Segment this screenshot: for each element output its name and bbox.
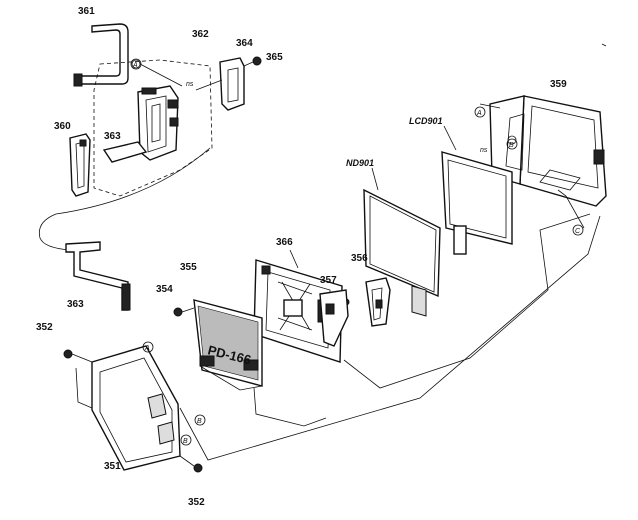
part-355-pd166-board: PD-166 <box>193 299 263 391</box>
label-362: 362 <box>192 29 209 40</box>
part-360-cover <box>69 133 91 197</box>
svg-text:A: A <box>144 345 150 352</box>
part-362-frame-group <box>93 59 213 197</box>
label-366: 366 <box>276 237 293 248</box>
part-359-lcd-frame <box>479 95 607 229</box>
label-357: 357 <box>320 275 337 286</box>
ref-marker-b2: B <box>506 138 518 150</box>
label-359: 359 <box>550 79 567 90</box>
part-354-screw <box>173 307 195 317</box>
note-ns-upper: ns <box>186 81 194 88</box>
label-355: 355 <box>180 262 197 273</box>
svg-text:B: B <box>197 418 202 425</box>
svg-text:C: C <box>575 228 581 235</box>
ref-marker-b3: B <box>194 414 206 426</box>
label-354: 354 <box>156 284 173 295</box>
part-351-outer-cover <box>91 345 181 471</box>
label-365: 365 <box>266 52 283 63</box>
label-363-lower: 363 <box>67 299 84 310</box>
part-352-screw-top <box>63 349 93 409</box>
ref-marker-b1-small: B <box>180 434 192 446</box>
part-lcd901-panel <box>441 125 513 255</box>
label-nd901: ND901 <box>346 158 374 168</box>
connector-line-upper <box>38 147 211 251</box>
part-364-bracket <box>195 57 245 111</box>
ref-marker-a1: A <box>130 58 142 70</box>
connector-line-middle <box>343 213 591 389</box>
corner-mark <box>601 43 607 47</box>
connector-line-ref-b <box>253 387 327 427</box>
part-357-bracket <box>319 289 350 347</box>
ref-marker-c1: C <box>572 224 584 236</box>
label-351: 351 <box>104 461 121 472</box>
note-ns-right: ns <box>480 147 488 154</box>
label-352-lower: 352 <box>188 497 205 508</box>
svg-text:B: B <box>183 438 188 445</box>
part-356-hinge <box>365 277 391 327</box>
label-364: 364 <box>236 38 253 49</box>
label-361: 361 <box>78 6 95 17</box>
label-356: 356 <box>351 253 368 264</box>
label-lcd901: LCD901 <box>409 116 443 126</box>
ref-marker-a3: A <box>142 341 154 353</box>
part-363-flex-cable <box>65 241 131 311</box>
part-361-flex-cable <box>73 23 129 87</box>
label-360: 360 <box>54 121 71 132</box>
label-363-upper: 363 <box>104 131 121 142</box>
svg-text:B: B <box>509 142 514 149</box>
part-365-screw <box>243 56 262 67</box>
connector-line-lower <box>179 215 601 461</box>
svg-text:A: A <box>476 110 482 117</box>
part-nd901-panel <box>363 167 441 317</box>
svg-text:A: A <box>132 62 138 69</box>
ref-marker-b1: A <box>474 106 486 118</box>
label-352-upper: 352 <box>36 322 53 333</box>
part-352-screw-bottom <box>179 455 203 473</box>
